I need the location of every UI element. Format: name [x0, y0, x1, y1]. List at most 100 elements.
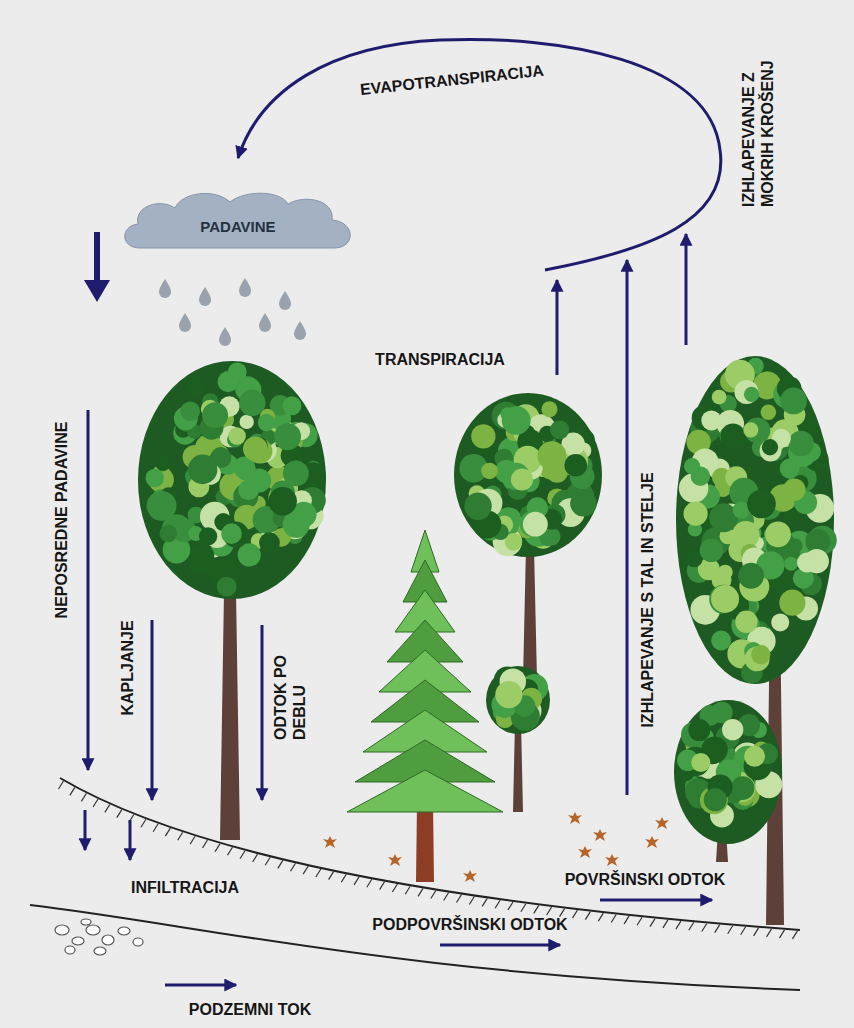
leaf-cluster	[780, 458, 800, 478]
leaf-cluster	[274, 423, 301, 450]
leaf-cluster	[464, 493, 491, 520]
leaf-cluster	[511, 468, 533, 490]
leaf-cluster	[734, 380, 758, 404]
process-label-wrap: NEPOSREDNE PADAVINE	[52, 422, 71, 619]
hatch-tick	[444, 893, 449, 901]
drip-arrow	[151, 620, 154, 800]
process-label-wrap: IZHLAPEVANJE Z MOKRIH KROŠENJ	[739, 29, 777, 207]
hatch-tick	[354, 877, 359, 885]
tree-crown	[676, 356, 837, 684]
hatch-tick	[780, 930, 785, 938]
process-label-wrap: POVRŠINSKI ODTOK	[565, 870, 726, 889]
hatch-tick	[290, 863, 295, 871]
leaf-cluster	[787, 538, 802, 553]
hatch-tick	[611, 915, 616, 923]
hatch-tick	[663, 920, 668, 928]
hatch-tick	[117, 810, 122, 818]
leaf-cluster	[564, 454, 587, 477]
leaf-cluster	[684, 458, 700, 474]
process-label: IZHLAPEVANJE Z MOKRIH KROŠENJ	[739, 29, 777, 207]
raindrop	[179, 313, 191, 332]
crown-base	[454, 393, 602, 557]
direct-rain-arrow	[87, 410, 90, 770]
process-label-wrap: IZHLAPEVANJE S TAL IN STELJE	[638, 472, 657, 727]
tree-crown	[486, 666, 550, 734]
leaf-cluster	[744, 387, 759, 402]
conifer-tier	[347, 770, 503, 812]
hatch-tick	[702, 923, 707, 931]
pebble	[102, 935, 114, 945]
leaf-cluster	[735, 611, 757, 633]
infiltration-arrow	[84, 810, 87, 850]
leaf-symbol	[568, 812, 582, 824]
hatch-tick	[81, 793, 86, 801]
hatch-tick	[728, 926, 733, 934]
hatch-tick	[58, 781, 63, 789]
leaf-cluster	[523, 512, 548, 537]
leaf-cluster	[738, 563, 764, 589]
tree-trunk	[220, 560, 240, 840]
crown-base	[674, 700, 782, 844]
leaf-cluster	[239, 415, 253, 429]
hatch-tick	[165, 828, 170, 836]
leaf-cluster	[570, 490, 596, 516]
raindrop	[199, 287, 211, 306]
hatch-tick	[253, 854, 258, 862]
leaf-cluster	[243, 436, 268, 461]
leaf-cluster	[691, 753, 710, 772]
hatch-tick	[418, 888, 423, 896]
process-label: KAPLJANJE	[118, 620, 137, 715]
hatch-tick	[141, 819, 146, 827]
hatch-tick	[637, 917, 642, 925]
pebble	[55, 925, 69, 935]
tree-crown	[674, 700, 782, 844]
hatch-tick	[341, 874, 346, 882]
pebble	[86, 925, 100, 935]
subsurface-runoff-arrow	[440, 944, 560, 947]
hatch-tick	[316, 869, 321, 877]
hatch-tick	[650, 919, 655, 927]
hatch-tick	[278, 860, 283, 868]
hatch-tick	[431, 891, 436, 899]
hatch-tick	[93, 799, 98, 807]
raindrop	[294, 321, 306, 340]
groundwater-arrow	[165, 984, 236, 987]
leaf-cluster	[471, 424, 495, 448]
hatch-tick	[508, 902, 513, 910]
hatch-tick	[202, 840, 207, 848]
leaf-cluster	[188, 455, 218, 485]
leaf-cluster	[147, 491, 177, 521]
tree-crown	[138, 361, 326, 599]
hatch-tick	[303, 866, 308, 874]
raindrop	[279, 291, 291, 310]
process-label: ODTOK PO DEBLU	[271, 640, 309, 740]
process-label-wrap: INFILTRACIJA	[131, 878, 239, 897]
hatch-tick	[178, 832, 183, 840]
leaf-cluster	[160, 525, 177, 542]
leaf-cluster	[268, 487, 297, 516]
process-label: PODPOVRŠINSKI ODTOK	[372, 915, 567, 934]
leaf-cluster	[221, 523, 242, 544]
leaf-cluster	[688, 719, 710, 741]
process-label-wrap: PODZEMNI TOK	[189, 1000, 311, 1019]
hatch-tick	[767, 929, 772, 937]
raindrop	[219, 327, 231, 346]
leaf-cluster	[156, 456, 171, 471]
cloud-shape: PADAVINE	[120, 188, 356, 256]
hatch-tick	[482, 898, 487, 906]
leaf-cluster	[259, 532, 280, 553]
leaf-symbol	[593, 829, 607, 841]
leaf-cluster	[180, 401, 200, 421]
precipitation-arrow-head	[84, 280, 110, 302]
hatch-tick	[754, 928, 759, 936]
leaf-cluster	[191, 544, 214, 567]
leaf-cluster	[481, 463, 498, 480]
hatch-tick	[689, 922, 694, 930]
leaf-cluster	[743, 422, 758, 437]
leaf-cluster	[712, 390, 727, 405]
process-label: EVAPOTRANSPIRACIJA	[359, 61, 545, 99]
infiltration-arrow	[129, 820, 132, 860]
leaf-cluster	[722, 719, 743, 740]
